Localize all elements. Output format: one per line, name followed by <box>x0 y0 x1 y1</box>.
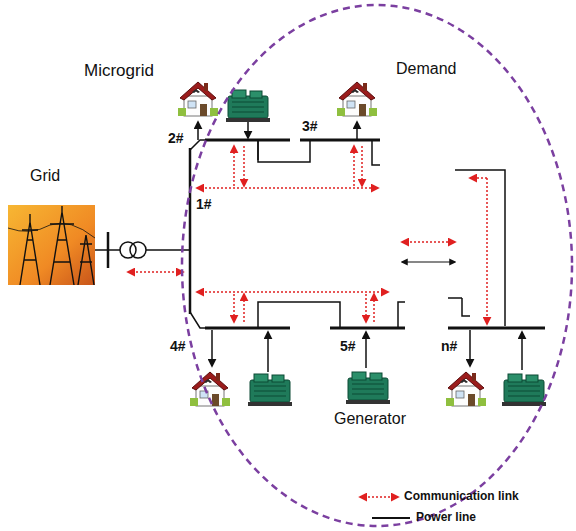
bus-number: 3# <box>302 118 318 134</box>
generator-label: Generator <box>334 410 406 428</box>
bus-number: 4# <box>170 338 186 354</box>
grid-label: Grid <box>30 167 60 185</box>
bus-number: 5# <box>340 338 356 354</box>
legend-sample <box>360 496 398 498</box>
region-outline <box>180 3 574 528</box>
bus-number: 2# <box>168 130 184 146</box>
bus-number: n# <box>441 338 457 354</box>
bus-number: 1# <box>196 196 212 212</box>
legend-sample <box>372 517 410 519</box>
legend-text: Power line <box>416 510 476 524</box>
region-title: Microgrid <box>84 61 154 81</box>
legend-text: Communication link <box>404 489 519 503</box>
region-ellipse: Microgrid <box>180 3 574 528</box>
load-label: Demand <box>396 60 456 78</box>
